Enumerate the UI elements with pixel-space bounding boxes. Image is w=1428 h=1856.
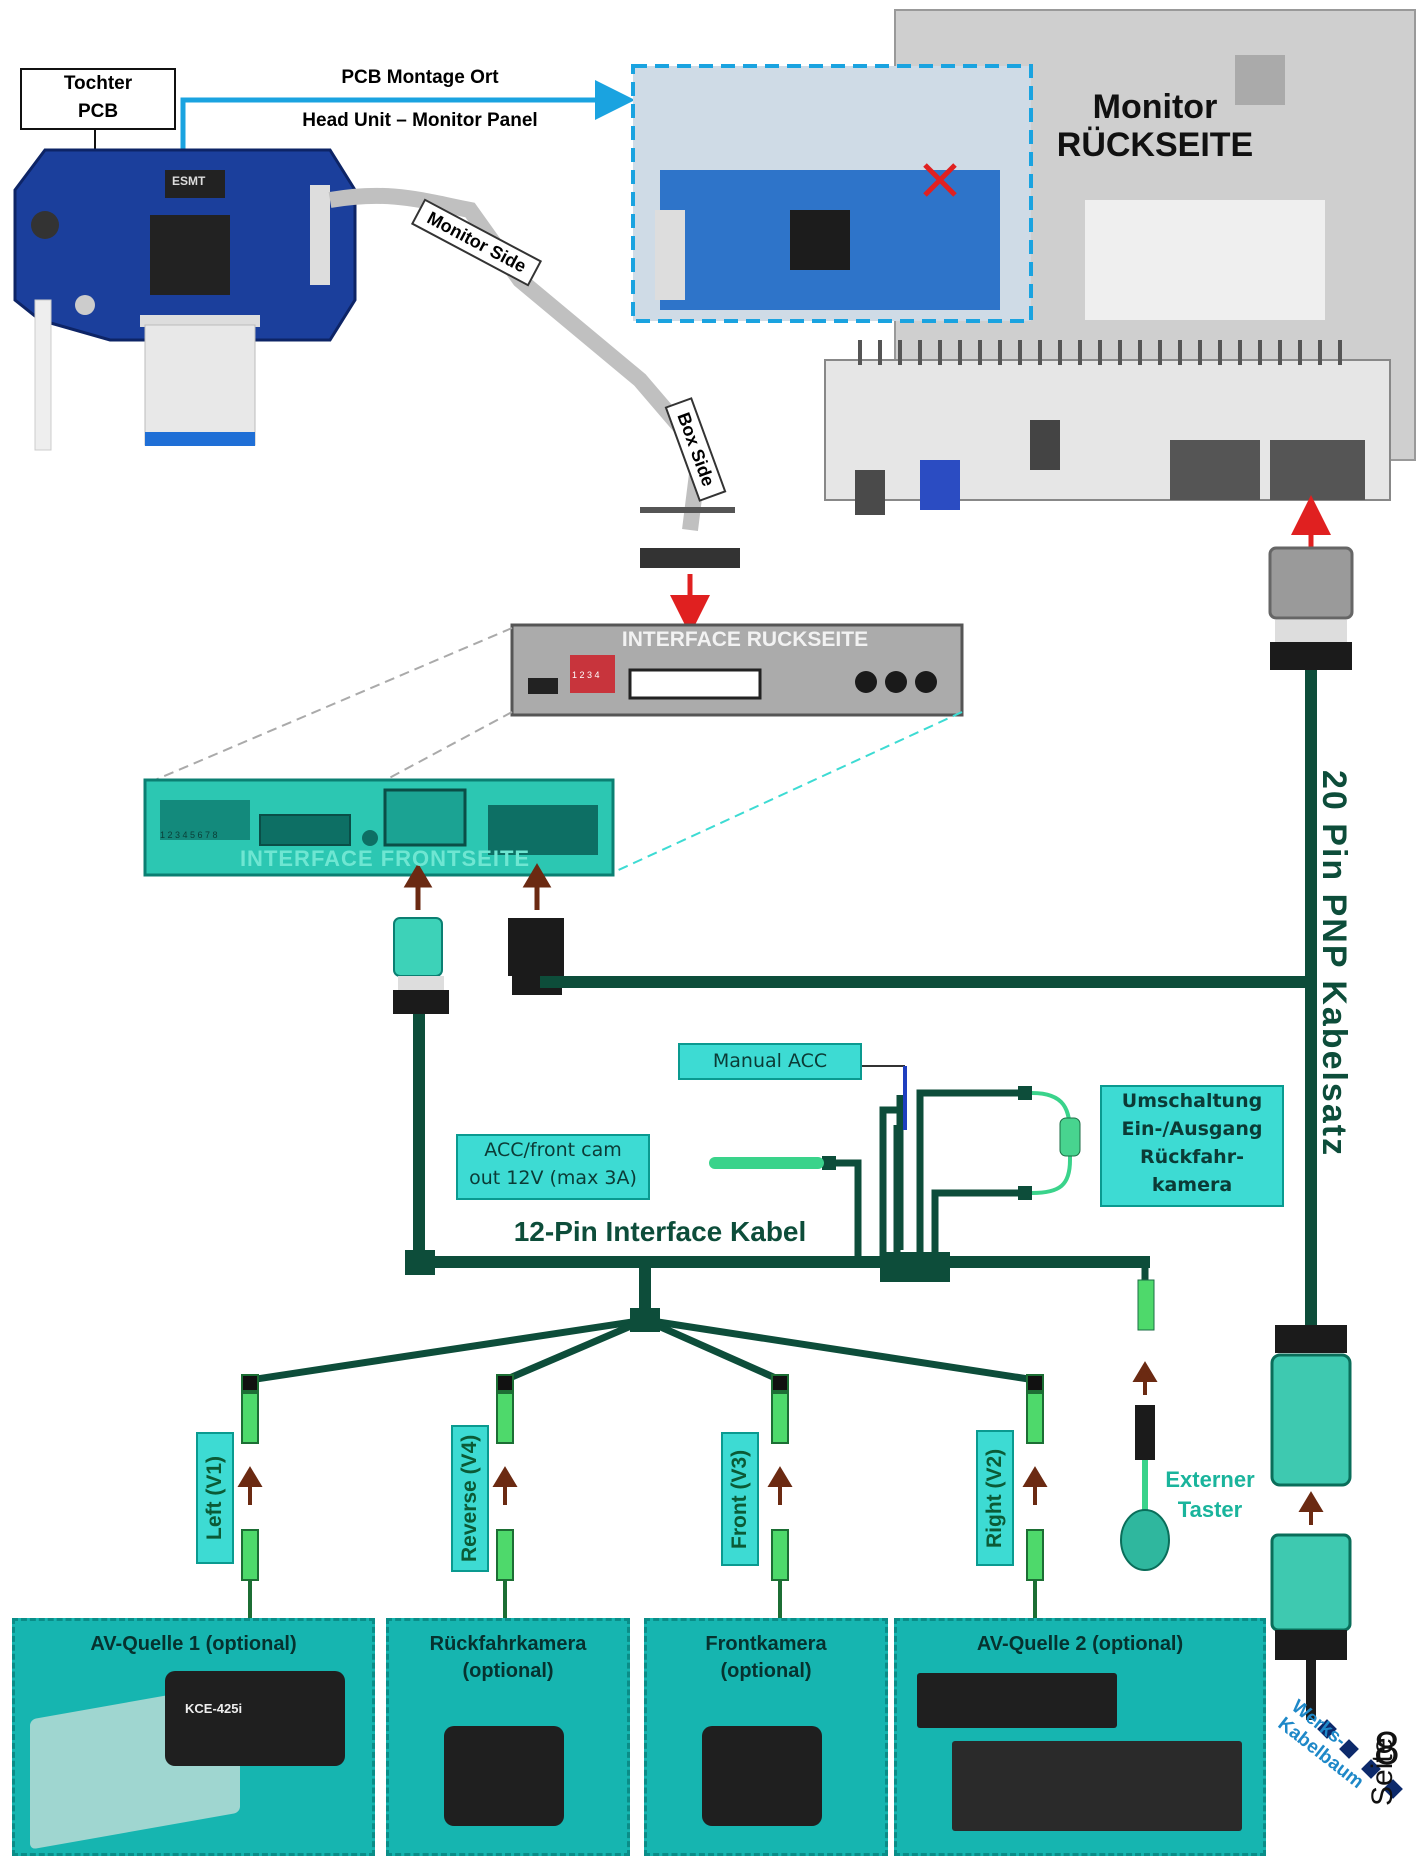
kce-device: KCE-425i bbox=[165, 1671, 345, 1766]
monitor-title-line2: RÜCKSEITE bbox=[1040, 126, 1270, 164]
source-frontkamera-title: Frontkamera (optional) bbox=[647, 1631, 885, 1685]
head-unit-panel-label: Head Unit – Monitor Panel bbox=[290, 110, 550, 132]
interface-cable-label: 12-Pin Interface Kabel bbox=[490, 1216, 830, 1248]
externer-taster-label: Externer Taster bbox=[1150, 1465, 1270, 1525]
pcb-montage-label: PCB Montage Ort bbox=[300, 67, 540, 89]
video-input-right: Right (V2) bbox=[976, 1430, 1014, 1566]
video-input-front: Front (V3) bbox=[721, 1432, 759, 1566]
cd-changer-image bbox=[952, 1741, 1242, 1831]
interface-rear-dip-numbers: 1 2 3 4 bbox=[572, 670, 600, 680]
tochter-pcb-label: Tochter PCB bbox=[20, 68, 176, 130]
interface-rear-label: INTERFACE RUCKSEITE bbox=[600, 628, 890, 652]
umschaltung-label: Umschaltung Ein-/Ausgang Rückfahr- kamer… bbox=[1100, 1085, 1284, 1207]
daughter-pcb bbox=[15, 150, 355, 450]
source-rueckfahrkamera-title: Rückfahrkamera (optional) bbox=[389, 1631, 627, 1685]
rca-plugs bbox=[242, 1375, 1043, 1580]
manual-acc-label: Manual ACC bbox=[678, 1043, 862, 1080]
page-number: 8 bbox=[1374, 1725, 1400, 1771]
rear-camera-image bbox=[444, 1726, 564, 1826]
video-input-left: Left (V1) bbox=[196, 1432, 234, 1564]
source-av-quelle-2-title: AV-Quelle 2 (optional) bbox=[897, 1631, 1263, 1658]
pnp-harness-label: 20 Pin PNP Kabelsatz bbox=[1312, 770, 1356, 1210]
source-av-quelle-2: AV-Quelle 2 (optional) bbox=[894, 1618, 1266, 1856]
acc-front-cam-label: ACC/front cam out 12V (max 3A) bbox=[456, 1134, 650, 1200]
video-input-reverse: Reverse (V4) bbox=[451, 1425, 489, 1572]
interface-front-label: INTERFACE FRONTSEITE bbox=[215, 846, 555, 872]
kce-device-label: KCE-425i bbox=[185, 1701, 242, 1716]
head-unit-photo bbox=[633, 10, 1415, 515]
source-av-quelle-1-title: AV-Quelle 1 (optional) bbox=[15, 1631, 372, 1658]
interface-front-dip-numbers: 1 2 3 4 5 6 7 8 bbox=[160, 830, 218, 840]
monitor-title-line1: Monitor bbox=[1040, 88, 1270, 126]
source-rueckfahrkamera: Rückfahrkamera (optional) bbox=[386, 1618, 630, 1856]
front-camera-image bbox=[702, 1726, 822, 1826]
monitor-rueckseite-label: Monitor RÜCKSEITE bbox=[1040, 88, 1270, 164]
dvd-player-image bbox=[917, 1673, 1117, 1728]
source-frontkamera: Frontkamera (optional) bbox=[644, 1618, 888, 1856]
pcb-chip-label: ESMT bbox=[172, 174, 205, 188]
source-av-quelle-1: AV-Quelle 1 (optional) KCE-425i bbox=[12, 1618, 375, 1856]
pnp-connector-top bbox=[1270, 548, 1352, 670]
